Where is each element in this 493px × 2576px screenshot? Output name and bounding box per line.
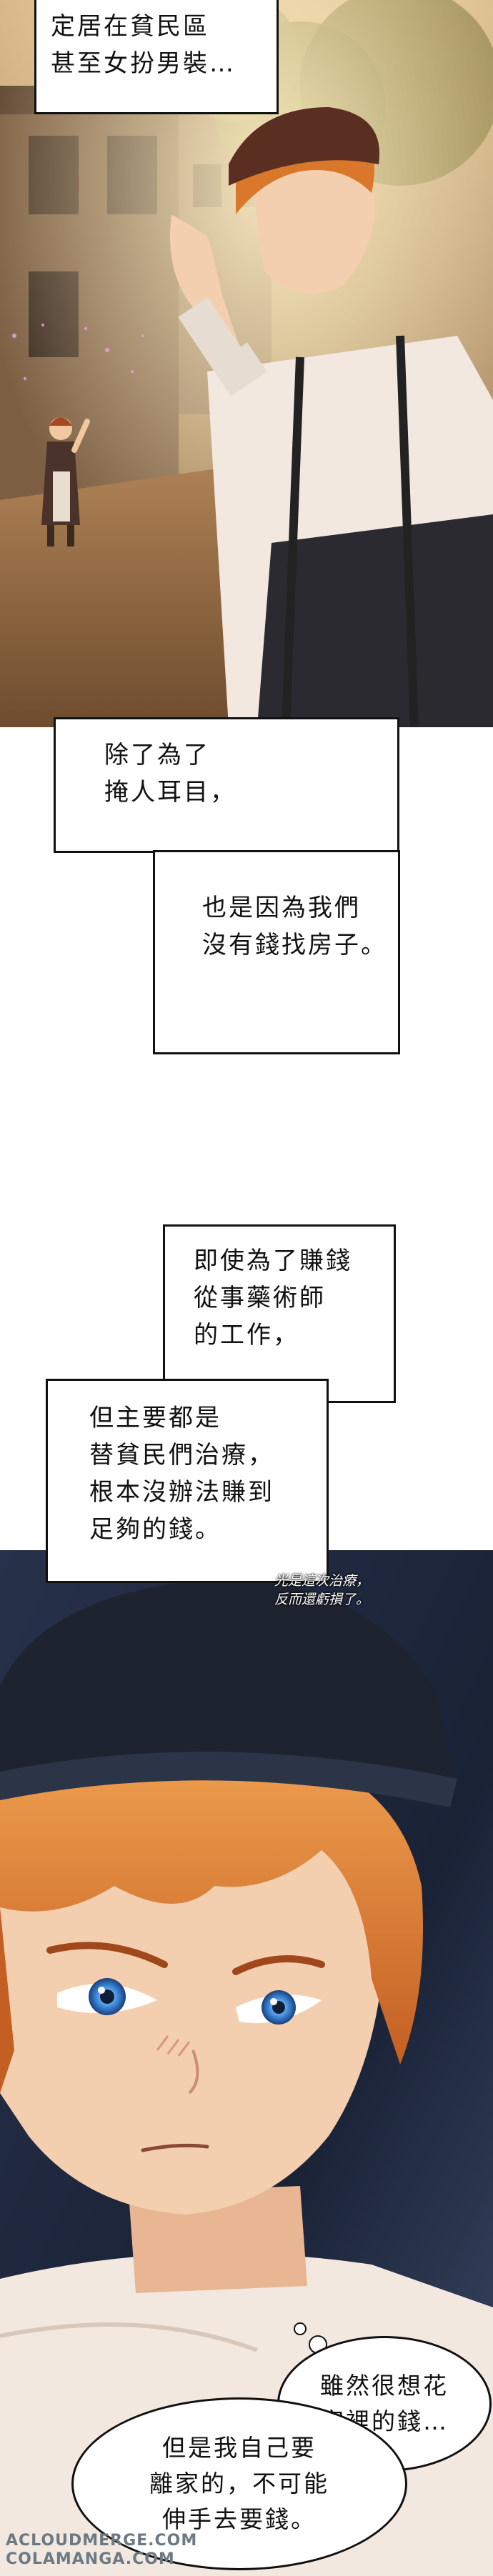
young-man-figure (170, 107, 493, 727)
right-eye (236, 1990, 322, 2025)
narration-line: 但主要都是 (89, 1404, 221, 1432)
watermark-line: ACLOUDMERGE.COM (6, 2532, 198, 2550)
caption-line: 定居在貧民區 (51, 12, 209, 41)
whisper-text: 光是這次治療， 反而還虧損了。 (274, 1572, 369, 1609)
narration-line: 除了為了 (104, 741, 210, 769)
whisper-line: 光是這次治療， (274, 1573, 370, 1589)
narration-box: 但主要都是 替貧民們治療， 根本沒辦法賺到 足夠的錢。 (46, 1379, 329, 1583)
speech-line: 但是我自己要 (162, 2434, 317, 2462)
narration-line: 也是因為我們 (202, 894, 361, 922)
narration-line: 從事藥術師 (194, 1284, 326, 1312)
narration-line: 的工作， (194, 1321, 299, 1349)
thought-line: 雖然很想花 (320, 2372, 449, 2400)
watermark-line: COLAMANGA.COM (6, 2550, 175, 2568)
speech-line: 伸手去要錢。 (162, 2505, 317, 2533)
narration-box: 也是因為我們 沒有錢找房子。 (153, 850, 400, 1054)
narration-line: 替貧民們治療， (89, 1441, 274, 1469)
left-eye (57, 1978, 157, 2015)
street-scene-art (0, 0, 493, 727)
narration-line: 掩人耳目， (104, 778, 236, 807)
caption-box: 定居在貧民區 甚至女扮男裝… (34, 0, 279, 114)
panel-street-scene: 定居在貧民區 甚至女扮男裝… (0, 0, 493, 727)
narration-line: 足夠的錢。 (89, 1515, 221, 1544)
narration-box: 除了為了 掩人耳目， (54, 717, 399, 853)
small-girl-figure (41, 417, 90, 546)
caption-line: 甚至女扮男裝… (51, 49, 236, 78)
narration-line: 根本沒辦法賺到 (89, 1478, 274, 1507)
speech-line: 離家的，不可能 (149, 2470, 329, 2497)
speech-bubble: 但是我自己要 離家的，不可能 伸手去要錢。 (71, 2397, 407, 2570)
narration-line: 沒有錢找房子。 (202, 931, 387, 959)
narration-line: 即使為了賺錢 (194, 1247, 352, 1275)
watermark: ACLOUDMERGE.COM COLAMANGA.COM (6, 2532, 197, 2569)
narration-box: 即使為了賺錢 從事藥術師 的工作， (163, 1224, 396, 1403)
whisper-line: 反而還虧損了。 (274, 1592, 370, 1607)
